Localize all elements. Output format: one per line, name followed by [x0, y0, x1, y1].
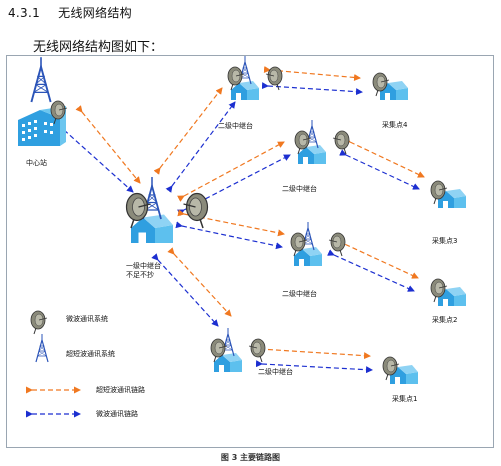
link-microwave-center-relay1: [57, 123, 134, 193]
relay2-mid-lower-station: [291, 222, 345, 266]
link-microwave-relay2-bottom-collect1: [255, 360, 373, 374]
link-microwave-relay1-relay2-bottom: [151, 253, 219, 327]
relay2-top-station: [228, 56, 282, 100]
relay2-top-label: 二级中继台: [218, 122, 253, 130]
link-ultrashort-relay2-bottom-collect1: [253, 345, 371, 360]
relay2-bottom-station: [211, 328, 265, 372]
link-microwave-relay1-relay2-top: [165, 101, 236, 193]
link-ultrashort-relay2-mid-upper-collect3: [343, 136, 425, 178]
collect4-label: 采集点4: [382, 121, 408, 129]
collect2-station: [431, 279, 466, 306]
collect4-station: [373, 73, 408, 100]
figure-caption: 图 3 主要链路图: [220, 453, 281, 462]
relay2-bottom-label: 二级中继台: [258, 368, 293, 376]
legend-microwave-system-label: 微波通讯系统: [66, 315, 108, 323]
collect3-station: [431, 181, 466, 208]
diagram-frame: [6, 55, 494, 448]
collect2-label: 采集点2: [432, 316, 458, 324]
legend-ultrashort-system-label: 超短波通讯系统: [66, 350, 115, 358]
link-ultrashort-center-relay1: [75, 105, 141, 184]
link-microwave-relay2-top-collect4: [261, 82, 363, 96]
legend-microwave-link-label: 微波通讯链路: [96, 410, 138, 418]
section-number: 4.3.1: [8, 6, 41, 20]
center-station: [18, 56, 68, 146]
link-ultrashort-relay1-relay2-top: [153, 87, 223, 175]
relay1-sublabel: 不足不抄: [126, 271, 154, 279]
link-microwave-relay2-mid-lower-collect2: [327, 249, 415, 292]
relay2-mid-lower-label: 二级中继台: [282, 290, 317, 298]
section-heading: 4.3.1 无线网络结构: [8, 4, 132, 21]
link-ultrashort-relay2-top-collect4: [263, 65, 361, 81]
link-ultrashort-relay1-relay2-bottom: [167, 247, 232, 317]
collect1-label: 采集点1: [392, 395, 418, 403]
relay2-mid-upper-station: [295, 120, 349, 164]
link-microwave-relay1-relay2-mid-lower: [175, 221, 283, 250]
relay1-label: 一级中继台: [126, 262, 161, 270]
link-microwave-relay2-mid-upper-collect3: [339, 149, 420, 190]
antenna-tower-icon: [30, 56, 52, 103]
legend-ultrashort-link-label: 超短波通讯链路: [96, 386, 145, 394]
legend-antenna-tower-icon: [35, 333, 49, 363]
collect3-label: 采集点3: [432, 237, 458, 245]
intro-text: 无线网络结构图如下：: [33, 40, 164, 55]
section-title: 无线网络结构: [58, 6, 132, 20]
relay2-mid-upper-label: 二级中继台: [282, 185, 317, 193]
link-ultrashort-relay2-mid-lower-collect2: [331, 235, 419, 279]
relay1-station: [127, 177, 208, 243]
collect1-station: [383, 357, 418, 384]
legend-microwave-dish-icon: [30, 310, 48, 335]
center-station-label: 中心站: [26, 159, 47, 167]
